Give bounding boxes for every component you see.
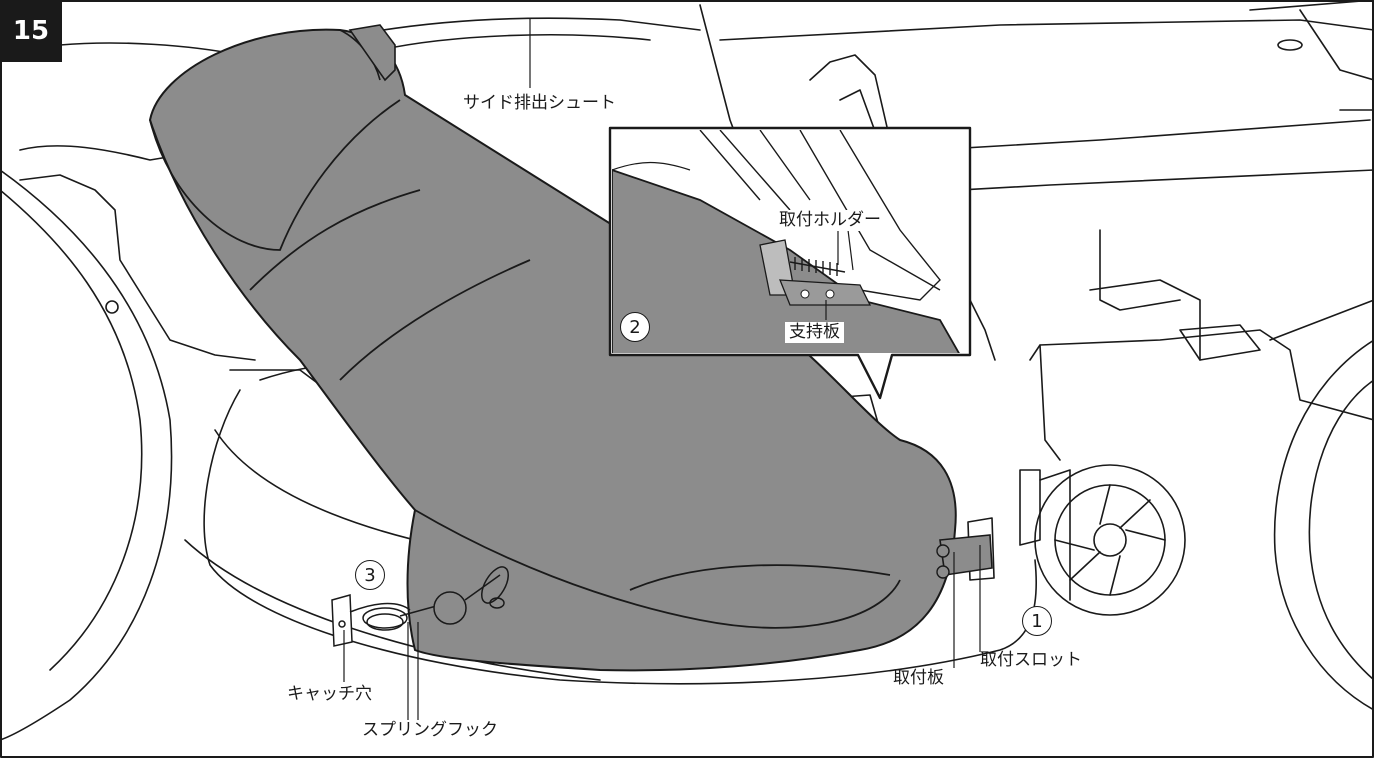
callout-number-2: 2 [620,312,650,342]
leader-mount-holder [837,229,854,271]
right-rear-wheel [1273,339,1374,711]
engine-body [19,139,261,161]
label-mount-slot: 取付スロット [980,650,1082,670]
spring-hook [362,566,509,631]
mount-plate [939,534,993,576]
label-spring-hook: スプリングフック [362,720,498,740]
detail-callout [608,126,972,400]
catch-bracket [331,594,411,647]
callout-number-1: 1 [1022,606,1052,636]
callout-number-3: 3 [355,560,385,590]
step-number-badge: 15 [0,0,62,62]
grass-chute [148,24,993,672]
label-catch-hole: キャッチ穴 [287,684,372,704]
label-side-chute: サイド排出シュート [463,93,616,113]
label-mount-holder: 取付ホルダー [775,210,885,231]
leader-spring-hook [407,622,419,720]
front-caster-wheel [1034,464,1186,616]
left-rear-wheel [0,169,173,741]
spring-detail [789,257,846,276]
mower-deck [203,389,1038,685]
label-mount-plate: 取付板 [893,668,944,688]
label-support-plate: 支持板 [785,322,844,343]
